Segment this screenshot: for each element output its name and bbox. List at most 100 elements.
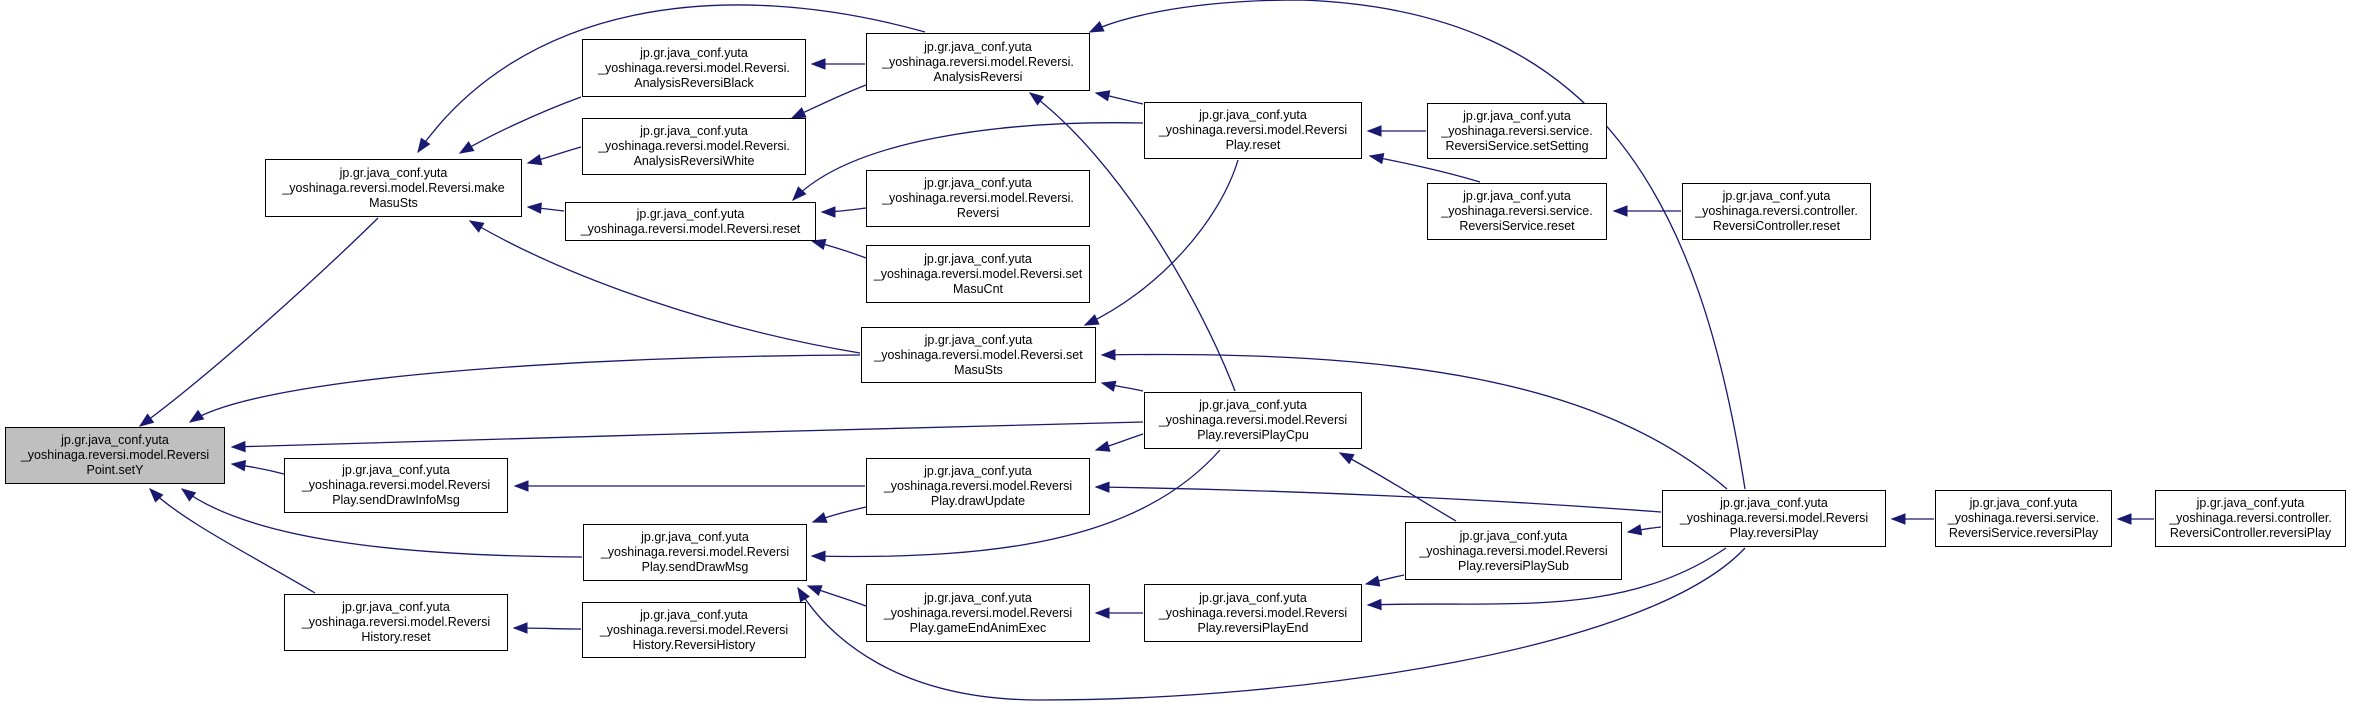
- arrowhead-icon: [526, 202, 542, 214]
- edge-reversiPlay-to-sendDrawMsg: [797, 547, 1746, 701]
- edge-playReset-to-reversiReset: [792, 122, 1144, 202]
- edge-drawUpdate-to-sendDrawInfoMsg: [513, 480, 865, 492]
- node-label-line: jp.gr.java_conf.yuta: [1720, 496, 1828, 510]
- node-label-line: AnalysisReversi: [933, 70, 1023, 84]
- edge-line: [1095, 486, 1662, 513]
- node-label-line: Play.reversiPlay: [1729, 526, 1819, 540]
- node-reversiPlaySub[interactable]: jp.gr.java_conf.yuta_yoshinaga.reversi.m…: [1405, 522, 1622, 580]
- node-analysisBlack[interactable]: jp.gr.java_conf.yuta_yoshinaga.reversi.m…: [582, 39, 806, 97]
- arrowhead-icon: [1612, 205, 1628, 217]
- edge-makeMasuSts-to-setY: [138, 217, 379, 427]
- edge-drawUpdate-to-sendDrawMsg: [811, 506, 867, 523]
- node-label-line: jp.gr.java_conf.yuta: [342, 463, 450, 477]
- edge-line: [797, 547, 1746, 701]
- arrowhead-icon: [1094, 607, 1110, 619]
- node-analysisReversi[interactable]: jp.gr.java_conf.yuta_yoshinaga.reversi.m…: [866, 33, 1090, 91]
- node-label-line: jp.gr.java_conf.yuta: [1199, 108, 1307, 122]
- node-reversiHistory[interactable]: jp.gr.java_conf.yuta_yoshinaga.reversi.m…: [582, 602, 806, 658]
- edge-reversiHistory-to-historyReset: [512, 622, 582, 634]
- node-label-line: Reversi: [956, 206, 1000, 220]
- node-setMasuCnt[interactable]: jp.gr.java_conf.yuta_yoshinaga.reversi.m…: [866, 245, 1090, 303]
- arrowhead-icon: [1366, 598, 1382, 611]
- arrowhead-icon: [526, 154, 543, 166]
- edge-line: [1369, 155, 1481, 183]
- edge-analysisBlack-to-makeMasuSts: [458, 96, 582, 154]
- node-label-line: _yoshinaga.reversi.model.Reversi.: [598, 139, 790, 153]
- node-label-line: jp.gr.java_conf.yuta: [640, 46, 748, 60]
- node-gameEndAnimExec[interactable]: jp.gr.java_conf.yuta_yoshinaga.reversi.m…: [866, 584, 1090, 642]
- node-reversiPlay[interactable]: jp.gr.java_conf.yuta_yoshinaga.reversi.m…: [1662, 490, 1886, 547]
- node-reversiCtor[interactable]: jp.gr.java_conf.yuta_yoshinaga.reversi.m…: [866, 170, 1090, 227]
- node-label-line: jp.gr.java_conf.yuta: [924, 591, 1032, 605]
- node-serviceSetSetting[interactable]: jp.gr.java_conf.yuta_yoshinaga.reversi.s…: [1427, 103, 1607, 159]
- arrowhead-icon: [806, 585, 823, 596]
- arrowhead-icon: [468, 220, 485, 233]
- arrowhead-icon: [820, 206, 836, 218]
- edge-reversiPlayCpu-to-sendDrawMsg: [810, 449, 1221, 563]
- edge-line: [1367, 547, 1727, 606]
- edge-reversiPlay-to-reversiPlayEnd: [1366, 547, 1727, 611]
- node-sendDrawInfoMsg[interactable]: jp.gr.java_conf.yuta_yoshinaga.reversi.m…: [284, 458, 508, 513]
- edge-setMasuSts-to-makeMasuSts: [468, 220, 861, 354]
- edge-line: [139, 217, 379, 427]
- arrowhead-icon: [458, 141, 475, 154]
- arrowhead-icon: [180, 488, 197, 502]
- node-label-line: ReversiService.reversiPlay: [1948, 526, 2099, 540]
- node-label-line: jp.gr.java_conf.yuta: [342, 600, 450, 614]
- node-label-line: _yoshinaga.reversi.controller.: [2169, 511, 2332, 525]
- node-label-line: Play.sendDrawMsg: [641, 560, 749, 574]
- node-label-line: Play.drawUpdate: [930, 494, 1026, 508]
- node-playReset[interactable]: jp.gr.java_conf.yuta_yoshinaga.reversi.m…: [1144, 102, 1362, 159]
- node-controllerReset[interactable]: jp.gr.java_conf.yuta_yoshinaga.reversi.c…: [1682, 183, 1871, 240]
- node-label-line: _yoshinaga.reversi.service.: [1441, 204, 1593, 218]
- node-controllerReversiPlay[interactable]: jp.gr.java_conf.yuta_yoshinaga.reversi.c…: [2155, 490, 2346, 547]
- node-label-line: jp.gr.java_conf.yuta: [1463, 109, 1571, 123]
- arrowhead-icon: [1094, 90, 1111, 102]
- edge-playReset-to-analysisReversi: [1094, 90, 1144, 105]
- edge-line: [417, 4, 926, 153]
- arrowhead-icon: [1368, 153, 1385, 165]
- node-sendDrawMsg[interactable]: jp.gr.java_conf.yuta_yoshinaga.reversi.m…: [583, 524, 807, 581]
- node-reversiPlayEnd[interactable]: jp.gr.java_conf.yuta_yoshinaga.reversi.m…: [1144, 584, 1362, 642]
- node-label-line: _yoshinaga.reversi.model.Reversi: [883, 479, 1073, 493]
- edge-reversiPlaySub-to-reversiPlayEnd: [1364, 574, 1405, 587]
- node-serviceReversiPlay[interactable]: jp.gr.java_conf.yuta_yoshinaga.reversi.s…: [1935, 490, 2112, 547]
- node-reversiReset[interactable]: jp.gr.java_conf.yuta_yoshinaga.reversi.m…: [565, 202, 816, 241]
- node-label-line: jp.gr.java_conf.yuta: [339, 166, 448, 180]
- node-analysisWhite[interactable]: jp.gr.java_conf.yuta_yoshinaga.reversi.m…: [582, 118, 806, 175]
- edge-sendDrawInfoMsg-to-setY: [230, 459, 285, 475]
- edge-sendDrawMsg-to-setY: [180, 488, 583, 558]
- node-label-line: History.reset: [361, 630, 431, 644]
- node-label-line: jp.gr.java_conf.yuta: [640, 124, 748, 138]
- node-label-line: _yoshinaga.reversi.model.Reversi: [1679, 511, 1869, 525]
- node-label-line: _yoshinaga.reversi.model.Reversi: [1158, 123, 1348, 137]
- edge-controllerReversiPlay-to-serviceReversiPlay: [2116, 513, 2154, 525]
- node-label-line: _yoshinaga.reversi.model.Reversi: [599, 623, 789, 637]
- node-reversiPlayCpu[interactable]: jp.gr.java_conf.yuta_yoshinaga.reversi.m…: [1144, 392, 1362, 449]
- edge-reversiPlayCpu-to-setMasuSts: [1100, 380, 1144, 392]
- node-label-line: _yoshinaga.reversi.model.Reversi.reset: [580, 222, 801, 236]
- node-label-line: _yoshinaga.reversi.model.Reversi: [1419, 544, 1608, 558]
- node-label-line: jp.gr.java_conf.yuta: [924, 176, 1032, 190]
- node-label-line: AnalysisReversiWhite: [633, 154, 755, 168]
- arrowhead-icon: [810, 238, 827, 250]
- arrowhead-icon: [188, 409, 205, 423]
- node-historyReset[interactable]: jp.gr.java_conf.yuta_yoshinaga.reversi.m…: [284, 594, 508, 651]
- arrowhead-icon: [512, 622, 528, 634]
- node-label-line: _yoshinaga.reversi.model.Reversi: [1158, 606, 1348, 620]
- node-label-line: History.ReversiHistory: [632, 638, 756, 652]
- arrowhead-icon: [792, 186, 807, 202]
- edge-playReset-to-setMasuSts: [1083, 159, 1239, 326]
- arrowhead-icon: [1100, 349, 1116, 361]
- node-label-line: jp.gr.java_conf.yuta: [640, 608, 748, 622]
- edge-reversiReset-to-makeMasuSts: [526, 202, 565, 214]
- node-label-line: jp.gr.java_conf.yuta: [641, 530, 749, 544]
- node-serviceReset[interactable]: jp.gr.java_conf.yuta_yoshinaga.reversi.s…: [1427, 183, 1607, 240]
- node-label-line: jp.gr.java_conf.yuta: [924, 333, 1033, 347]
- node-label-line: Point.setY: [86, 463, 144, 477]
- node-label-line: jp.gr.java_conf.yuta: [61, 433, 169, 447]
- node-label-line: _yoshinaga.reversi.model.Reversi.: [882, 55, 1074, 69]
- node-makeMasuSts[interactable]: jp.gr.java_conf.yuta_yoshinaga.reversi.m…: [265, 159, 522, 217]
- node-drawUpdate[interactable]: jp.gr.java_conf.yuta_yoshinaga.reversi.m…: [866, 458, 1090, 515]
- node-setMasuSts[interactable]: jp.gr.java_conf.yuta_yoshinaga.reversi.m…: [861, 327, 1096, 383]
